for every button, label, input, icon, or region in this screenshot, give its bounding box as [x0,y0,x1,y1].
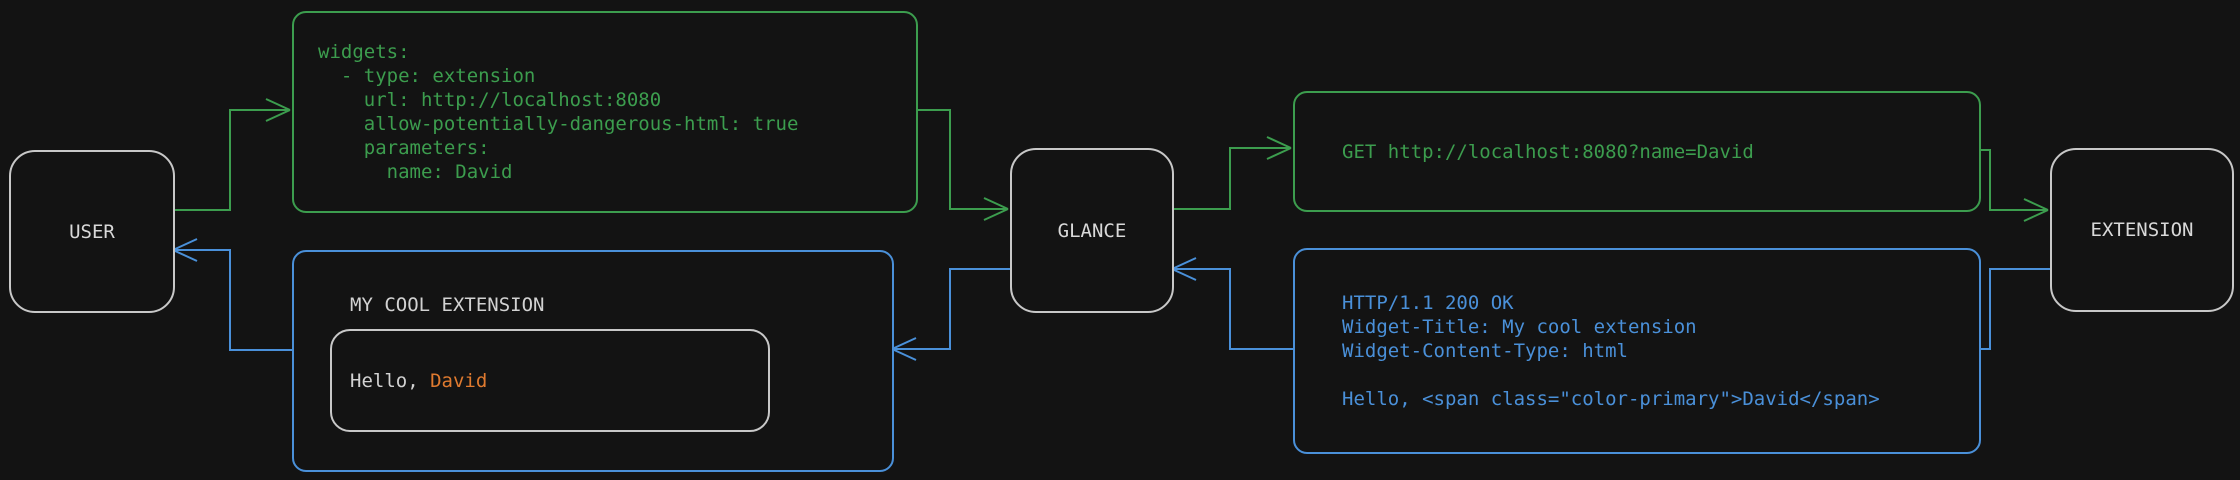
widget-render-frame: Hello, David [330,329,770,432]
response-line: HTTP/1.1 200 OK [1342,292,1514,314]
extension-node: EXTENSION [2050,148,2234,312]
arrow-widget-to-user [172,238,292,351]
greeting-name: David [430,369,488,392]
config-line: - type: extension [318,65,536,87]
arrow-config-to-glance [890,109,1009,221]
response-line: Widget-Content-Type: html [1342,340,1628,362]
http-request-block: GET http://localhost:8080?name=David [1293,91,1981,212]
glance-node-label: GLANCE [1057,219,1127,242]
widget-title: MY COOL EXTENSION [350,294,545,316]
greeting-prefix: Hello, [350,369,431,392]
rendered-widget-block: MY COOL EXTENSION Hello, David [292,250,894,472]
arrow-user-to-config [170,98,291,211]
extension-node-label: EXTENSION [2090,219,2194,241]
arrow-response-to-glance [1171,257,1293,350]
response-line: Widget-Title: My cool extension [1342,316,1697,338]
user-node-label: USER [69,220,115,243]
config-yaml-block: widgets: - type: extension url: http://l… [292,11,918,213]
arrow-glance-to-request [1170,136,1292,210]
user-node: USER [9,150,175,313]
http-response-block: HTTP/1.1 200 OK Widget-Title: My cool ex… [1293,248,1981,454]
request-line: GET http://localhost:8080?name=David [1342,140,1754,163]
config-line: allow-potentially-dangerous-html: true [318,113,799,135]
config-line: widgets: [318,41,410,63]
config-line: parameters: [318,137,490,159]
config-line: url: http://localhost:8080 [318,89,662,111]
config-line: name: David [318,161,513,183]
glance-node: GLANCE [1010,148,1174,313]
arrow-glance-to-widget [891,268,1010,361]
response-line [1342,363,1979,387]
response-line: Hello, <span class="color-primary">David… [1342,388,1880,410]
